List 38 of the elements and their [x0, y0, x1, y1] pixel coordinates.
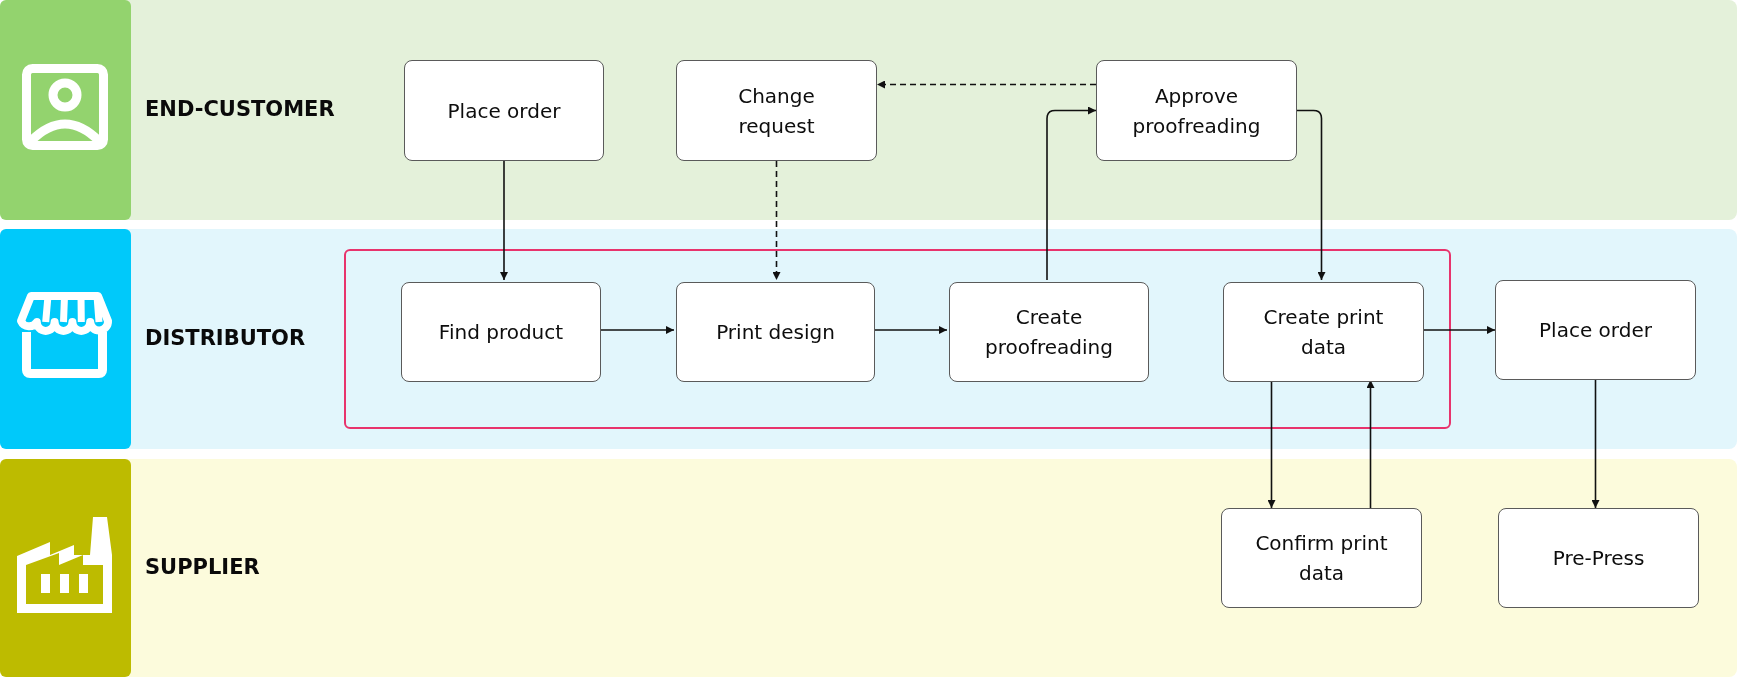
process-step — [404, 60, 604, 161]
step-text: Create print data — [1262, 304, 1385, 361]
arrow — [1366, 379, 1375, 509]
arrow — [872, 326, 948, 334]
lane-title: SUPPLIER — [145, 555, 260, 581]
step-text: Change request — [737, 82, 816, 140]
swimlane — [0, 229, 1737, 449]
process-step — [1495, 280, 1696, 380]
arrow — [1421, 326, 1496, 334]
lane-title: END-CUSTOMER — [145, 97, 335, 123]
step-text: Find product — [438, 319, 564, 346]
group-frame — [344, 249, 1451, 429]
step-text: Place order — [447, 97, 561, 125]
process-step — [676, 60, 877, 161]
dashed-arrow — [772, 160, 781, 281]
process-step — [676, 282, 875, 382]
process-step — [401, 282, 601, 382]
process-step — [949, 282, 1149, 382]
arrow — [1267, 379, 1276, 509]
step-text: Place order — [1539, 317, 1652, 344]
dashed-arrow — [876, 80, 1097, 89]
process-step — [1096, 60, 1297, 161]
arrow — [500, 160, 508, 281]
step-text: Confirm print data — [1254, 530, 1389, 587]
process-step — [1498, 508, 1699, 608]
arrow — [1046, 106, 1097, 281]
lane-title: DISTRIBUTOR — [145, 326, 306, 352]
step-text: Pre-Press — [1552, 545, 1645, 572]
step-text: Approve proofreading — [1131, 82, 1262, 140]
step-text: Print design — [716, 319, 835, 346]
arrow — [1591, 379, 1600, 509]
arrow — [1296, 109, 1326, 281]
swimlane — [0, 459, 1737, 677]
swimlane — [0, 0, 1737, 220]
arrow — [598, 326, 675, 334]
step-text: Create proofreading — [984, 304, 1114, 361]
process-step — [1223, 282, 1424, 382]
process-step — [1221, 508, 1422, 608]
